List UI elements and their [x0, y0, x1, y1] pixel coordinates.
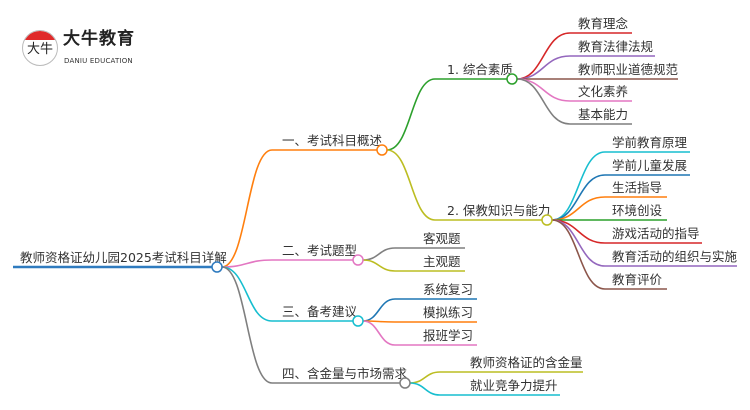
leaf-label[interactable]: 模拟练习 [423, 305, 473, 320]
branch-edge [221, 266, 400, 384]
branch-label[interactable]: 四、含金量与市场需求 [282, 366, 408, 381]
logo-mark-icon: 大牛 [22, 30, 58, 66]
leaf-label[interactable]: 教育法律法规 [578, 39, 653, 54]
sub-branch-edge [386, 78, 507, 151]
leaf-label[interactable]: 教育评价 [612, 272, 663, 287]
leaf-label[interactable]: 生活指导 [612, 180, 662, 195]
leaf-edge [551, 174, 690, 221]
leaf-label[interactable]: 文化素养 [578, 84, 628, 99]
logo-mark-text: 大牛 [27, 42, 54, 57]
leaf-label[interactable]: 学前儿童发展 [612, 158, 687, 173]
leaf-label[interactable]: 学前教育原理 [612, 135, 688, 150]
leaf-label[interactable]: 教师资格证的含金量 [470, 355, 583, 370]
leaf-edge [362, 320, 477, 323]
leaf-label[interactable]: 就业竞争力提升 [470, 378, 558, 393]
leaf-label[interactable]: 报班学习 [423, 328, 473, 343]
leaf-edge [516, 32, 632, 80]
branch-label[interactable]: 三、备考建议 [282, 304, 358, 319]
root-toggle[interactable] [211, 261, 223, 273]
branch-toggle[interactable] [376, 144, 388, 156]
sub-branch-edge [386, 149, 542, 221]
logo-subtitle: DANIU EDUCATION [64, 57, 133, 65]
leaf-edge [551, 219, 667, 290]
leaf-label[interactable]: 系统复习 [423, 282, 473, 297]
leaf-label[interactable]: 主观题 [423, 254, 461, 269]
leaf-edge [362, 298, 477, 322]
leaf-label[interactable]: 游戏活动的指导 [612, 226, 700, 241]
leaf-label[interactable]: 环境创设 [612, 203, 663, 218]
branch-toggle[interactable] [352, 315, 364, 327]
leaf-label[interactable]: 教育活动的组织与实施 [612, 249, 738, 264]
branch-edge [221, 149, 377, 268]
leaf-edge [516, 78, 632, 125]
logo: 大牛 大牛教育 DANIU EDUCATION [22, 28, 142, 72]
leaf-label[interactable]: 教育理念 [578, 16, 629, 31]
leaf-edge [362, 259, 465, 272]
sub-branch-toggle[interactable] [541, 214, 553, 226]
leaf-label[interactable]: 教师职业道德规范 [578, 62, 678, 77]
branch-edge [221, 259, 353, 268]
leaf-edge [409, 382, 560, 396]
leaf-edge [362, 247, 465, 261]
leaf-edge [362, 320, 477, 346]
branch-label[interactable]: 二、考试题型 [282, 243, 357, 258]
branch-toggle[interactable] [399, 377, 411, 389]
sub-branch-label[interactable]: 2. 保教知识与能力 [447, 203, 550, 218]
leaf-label[interactable]: 客观题 [423, 231, 461, 246]
branch-toggle[interactable] [352, 254, 364, 266]
branch-label[interactable]: 一、考试科目概述 [282, 133, 383, 148]
leaf-label[interactable]: 基本能力 [578, 107, 628, 122]
sub-branch-toggle[interactable] [506, 73, 518, 85]
root-node-label[interactable]: 教师资格证幼儿园2025考试科目详解 [20, 250, 227, 265]
leaf-edge [551, 151, 690, 221]
sub-branch-label[interactable]: 1. 综合素质 [447, 62, 513, 77]
branch-edge [221, 266, 353, 322]
logo-title: 大牛教育 [63, 29, 135, 49]
